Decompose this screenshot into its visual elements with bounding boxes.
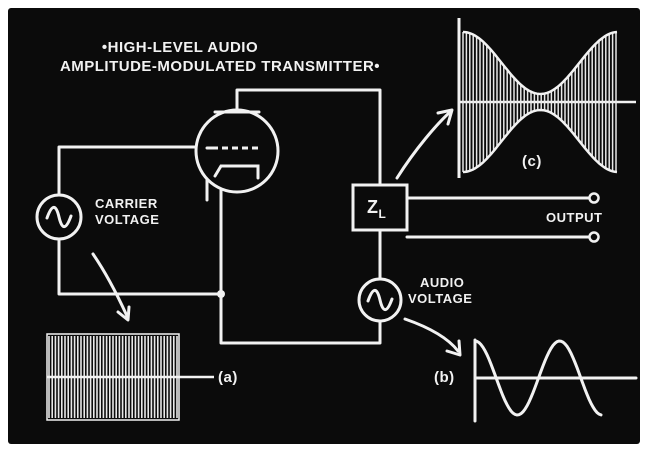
wire-carrier-return [57,237,223,296]
waveform-a-label: (a) [218,369,238,386]
carrier-source-icon [35,193,83,241]
wire-cathode [219,174,382,345]
junction-dot [217,290,225,298]
output-terminal-top [588,192,600,204]
arrow-carrier-to-a-head [116,305,131,322]
diagram-title-line1: •HIGH-LEVEL AUDIO [101,39,259,56]
output-terminal-bottom [588,231,600,243]
arrow-audio-to-b [403,317,460,353]
load-impedance-box [351,183,409,232]
load-label: ZL [367,197,386,220]
load-label-subscript: L [378,207,387,221]
audio-label-line2: VOLTAGE [408,291,473,306]
carrier-label-line2: VOLTAGE [95,212,160,227]
arrow-load-to-c-head [436,108,454,126]
output-label: OUTPUT [546,210,603,225]
carrier-label-line1: CARRIER [95,196,158,211]
waveform-b-audio [473,338,638,423]
waveform-c-label: (c) [522,153,542,170]
arrow-carrier-to-a [91,252,129,318]
load-label-z: Z [367,197,379,217]
arrow-load-to-c [395,110,452,180]
wire-grid [57,145,209,202]
wire-plate [235,88,382,187]
arrow-audio-to-b-head [445,339,462,357]
diagram-title-line2: AMPLITUDE-MODULATED TRANSMITTER• [59,58,381,75]
waveform-c-modulated [457,18,636,178]
vacuum-tube-icon [194,108,280,194]
audio-source-icon [357,277,403,323]
waveform-b-label: (b) [434,369,455,386]
audio-label-line1: AUDIO [420,275,465,290]
waveform-a-carrier [46,333,214,421]
